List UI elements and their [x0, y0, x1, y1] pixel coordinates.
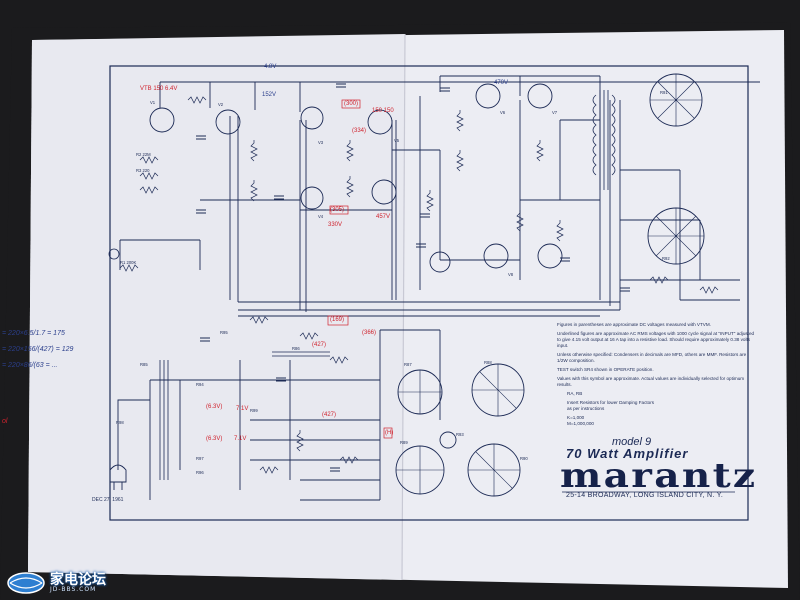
- red-annotation: (427): [312, 342, 327, 348]
- red-annotation: (305): [330, 207, 345, 213]
- schematic-label: R93: [456, 432, 464, 437]
- schematic-label: V8: [508, 272, 514, 277]
- blue-annotation: 152V: [262, 92, 277, 98]
- schematic-label: V1: [150, 100, 156, 105]
- note: TEST switch SR4 shown in OPERATE positio…: [557, 367, 654, 372]
- schematic-label: R85: [140, 362, 148, 367]
- schematic-label: V6: [500, 110, 506, 115]
- note: M=1,000,000: [567, 421, 594, 426]
- schematic-label: V5: [394, 138, 400, 143]
- watermark-text: 家电论坛: [50, 572, 106, 588]
- schematic-label: R90: [520, 456, 528, 461]
- capacitors: [196, 83, 630, 472]
- rotary-switches: [395, 73, 705, 497]
- forum-watermark: 家电论坛 JD-BBS.COM: [6, 568, 156, 598]
- amplifier-title: 70 Watt Amplifier: [566, 446, 689, 461]
- transformers: [159, 90, 616, 480]
- schematic-label: R3 220: [136, 168, 150, 173]
- schematic-label: V2: [218, 102, 224, 107]
- red-annotation: (H): [385, 430, 394, 436]
- schematic-label: R1 200K: [120, 260, 137, 265]
- schematic-label: V4: [318, 214, 324, 219]
- note: Insert Resistors for lower Damping Facto…: [567, 400, 655, 405]
- schematic-label: R95: [220, 330, 228, 335]
- margin-handwriting: = 220×6.5/1.7 = 175 = 220×156/(427) = 129…: [2, 326, 73, 430]
- red-annotation: VTB 150 6.4V: [140, 86, 178, 92]
- schematic-notes: Figures in parentheses are approximate D…: [557, 322, 757, 430]
- schematic-label: R2 22M: [136, 152, 151, 157]
- schematic-label: R99: [250, 408, 258, 413]
- red-annotation: (427): [322, 412, 337, 418]
- red-annotation: (6.3V): [206, 404, 223, 410]
- schematic-wiring: [119, 75, 760, 501]
- ac-plug-icon: [109, 399, 150, 490]
- red-annotation: (300): [344, 101, 359, 107]
- drawing-date: DEC 27, 1961: [92, 497, 124, 503]
- input-jack-icon: [108, 248, 120, 260]
- note: Values with this symbol are approximate.…: [557, 376, 745, 387]
- note: Figures in parentheses are approximate D…: [557, 322, 711, 327]
- red-annotation-boxes: [327, 99, 393, 439]
- schematic-label: R94: [196, 382, 204, 387]
- schematic-label: R89: [400, 440, 408, 445]
- note: Underlined figures are approximate AC RM…: [557, 331, 755, 348]
- handwriting-line: = 220×156/(427) = 129: [2, 346, 74, 353]
- blue-annotation: 470V: [494, 80, 509, 86]
- schematic-label: V7: [552, 110, 558, 115]
- red-annotation: 7.1V: [234, 436, 247, 442]
- schematic-label: R88: [484, 360, 492, 365]
- red-annotation: (334): [352, 128, 367, 134]
- resistors: [119, 96, 719, 474]
- schematic-label: R87: [404, 362, 412, 367]
- red-annotation: 457V: [376, 214, 391, 220]
- red-annotation: (366): [362, 330, 377, 336]
- note: RA, RB: [567, 391, 583, 396]
- watermark-url: JD-BBS.COM: [50, 586, 97, 593]
- company-address: 25-14 BROADWAY, LONG ISLAND CITY, N. Y.: [566, 492, 724, 499]
- schematic-label: R97: [196, 456, 204, 461]
- schematic-label: R86: [292, 346, 300, 351]
- schematic-label: R96: [196, 470, 204, 475]
- red-annotation: 330V: [328, 222, 343, 228]
- note: as per instructions: [567, 406, 605, 411]
- schematic-label: V3: [318, 140, 324, 145]
- red-annotation: (6.3V): [206, 436, 223, 442]
- note: Unless otherwise specified: Condensers i…: [557, 352, 747, 363]
- note: K=1,000: [567, 415, 585, 420]
- schematic-label: R92: [662, 256, 670, 261]
- schematic-label: R98: [116, 420, 124, 425]
- globe-icon: [7, 572, 45, 594]
- handwriting-line: = 220×86/(63 = ...: [2, 362, 58, 369]
- brand-logo: marantz: [560, 456, 758, 496]
- blue-annotation: 4.8V: [264, 64, 277, 70]
- red-annotation: 7.1V: [236, 406, 249, 412]
- model-number: model 9: [612, 436, 652, 448]
- handwriting-line: ol: [2, 418, 8, 425]
- vacuum-tubes: [149, 83, 563, 273]
- red-annotation: 150 150: [372, 108, 394, 114]
- schematic-label: R91: [660, 90, 668, 95]
- handwriting-line: = 220×6.5/1.7 = 175: [2, 330, 65, 337]
- red-annotation: (169): [330, 317, 345, 323]
